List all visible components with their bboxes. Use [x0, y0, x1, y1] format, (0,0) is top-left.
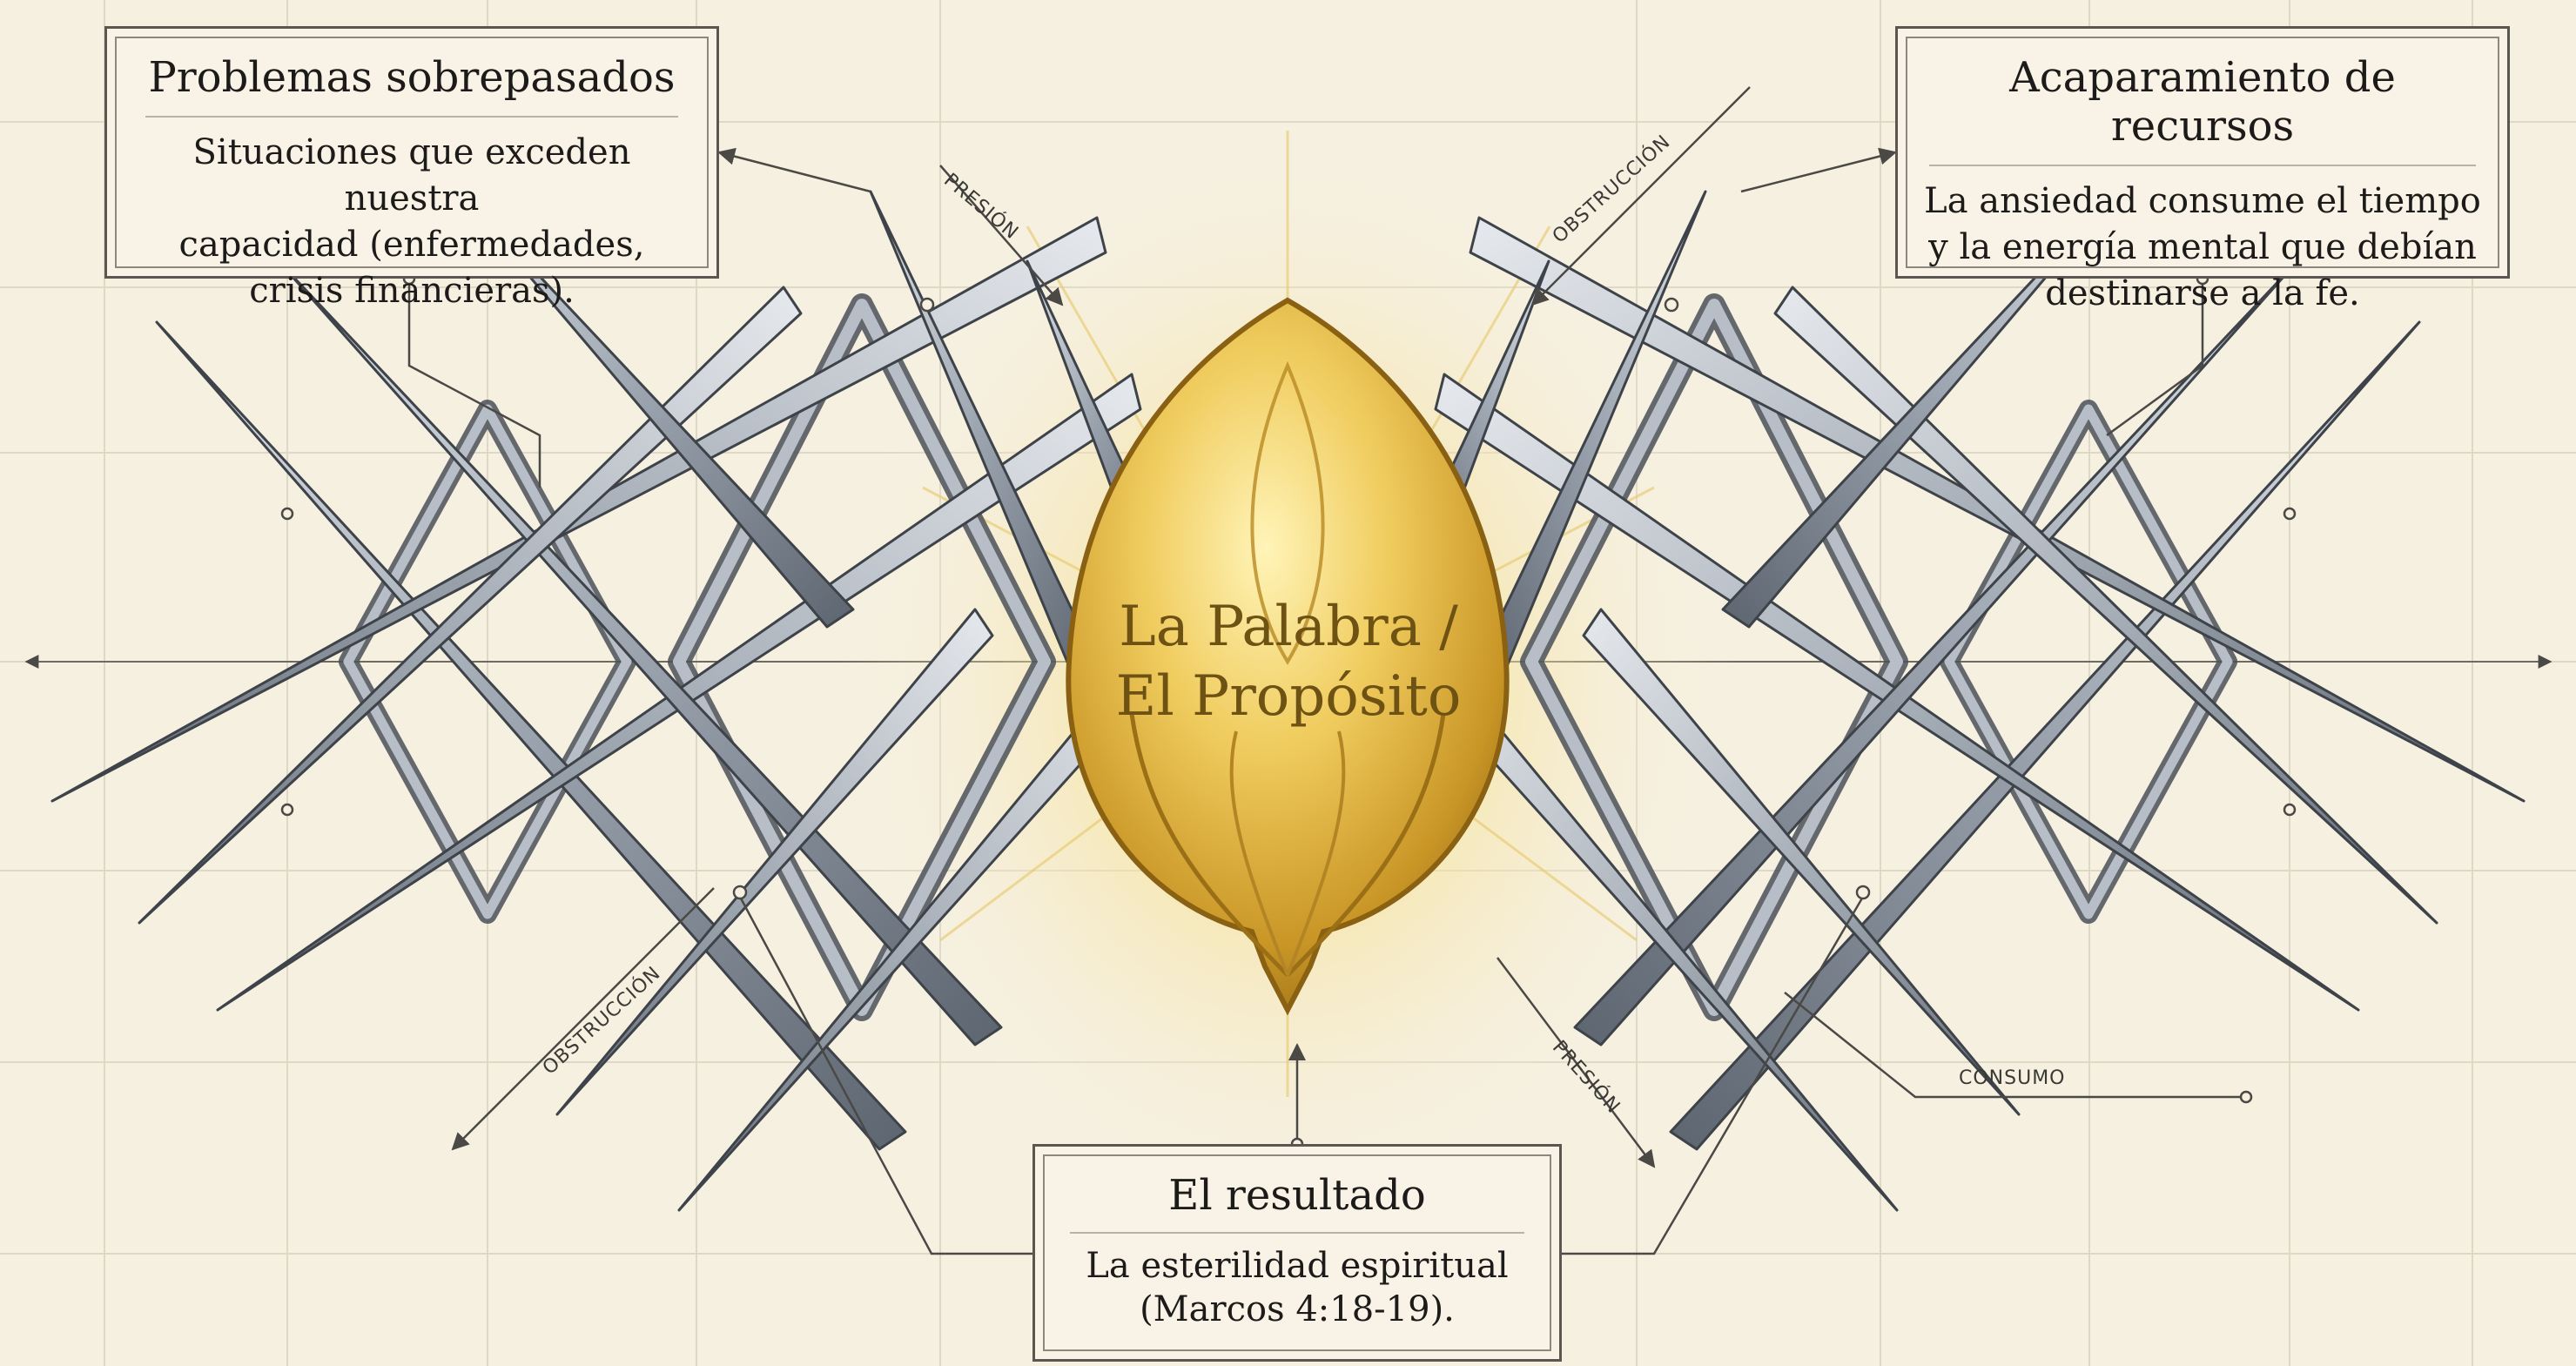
result-title: El resultado [1168, 1171, 1426, 1220]
result-divider [1070, 1232, 1524, 1234]
problems-title: Problemas sobrepasados [148, 53, 676, 102]
center-label-line1: La Palabra / [1119, 595, 1458, 659]
result-line2: (Marcos 4:18-19). [1140, 1289, 1455, 1329]
result-line1: La esterilidad espiritual [1086, 1246, 1509, 1286]
result-box: El resultado La esterilidad espiritual (… [1032, 1144, 1562, 1362]
problems-line1: Situaciones que exceden nuestra [192, 132, 631, 219]
center-label: La Palabra / El Propósito [1088, 592, 1489, 731]
center-label-line2: El Propósito [1115, 664, 1462, 729]
resources-line2: y la energía mental que debían [1928, 227, 2477, 267]
resources-line3: destinarse a la fe. [2045, 273, 2360, 313]
problems-line3: crisis financieras). [249, 271, 575, 311]
problems-line2: capacidad (enfermedades, [178, 225, 645, 265]
problems-box: Problemas sobrepasados Situaciones que e… [104, 26, 719, 311]
tag-consumo: CONSUMO [1959, 1067, 2066, 1089]
resources-line1: La ansiedad consume el tiempo [1924, 181, 2481, 221]
resources-title: Acaparamiento de recursos [2009, 53, 2396, 151]
connectors [280, 86, 2297, 1255]
golden-seed [1066, 297, 1510, 1016]
resources-divider [1929, 165, 2476, 166]
problems-divider [145, 116, 678, 118]
resources-box: Acaparamiento de recursos La ansiedad co… [1895, 26, 2510, 313]
